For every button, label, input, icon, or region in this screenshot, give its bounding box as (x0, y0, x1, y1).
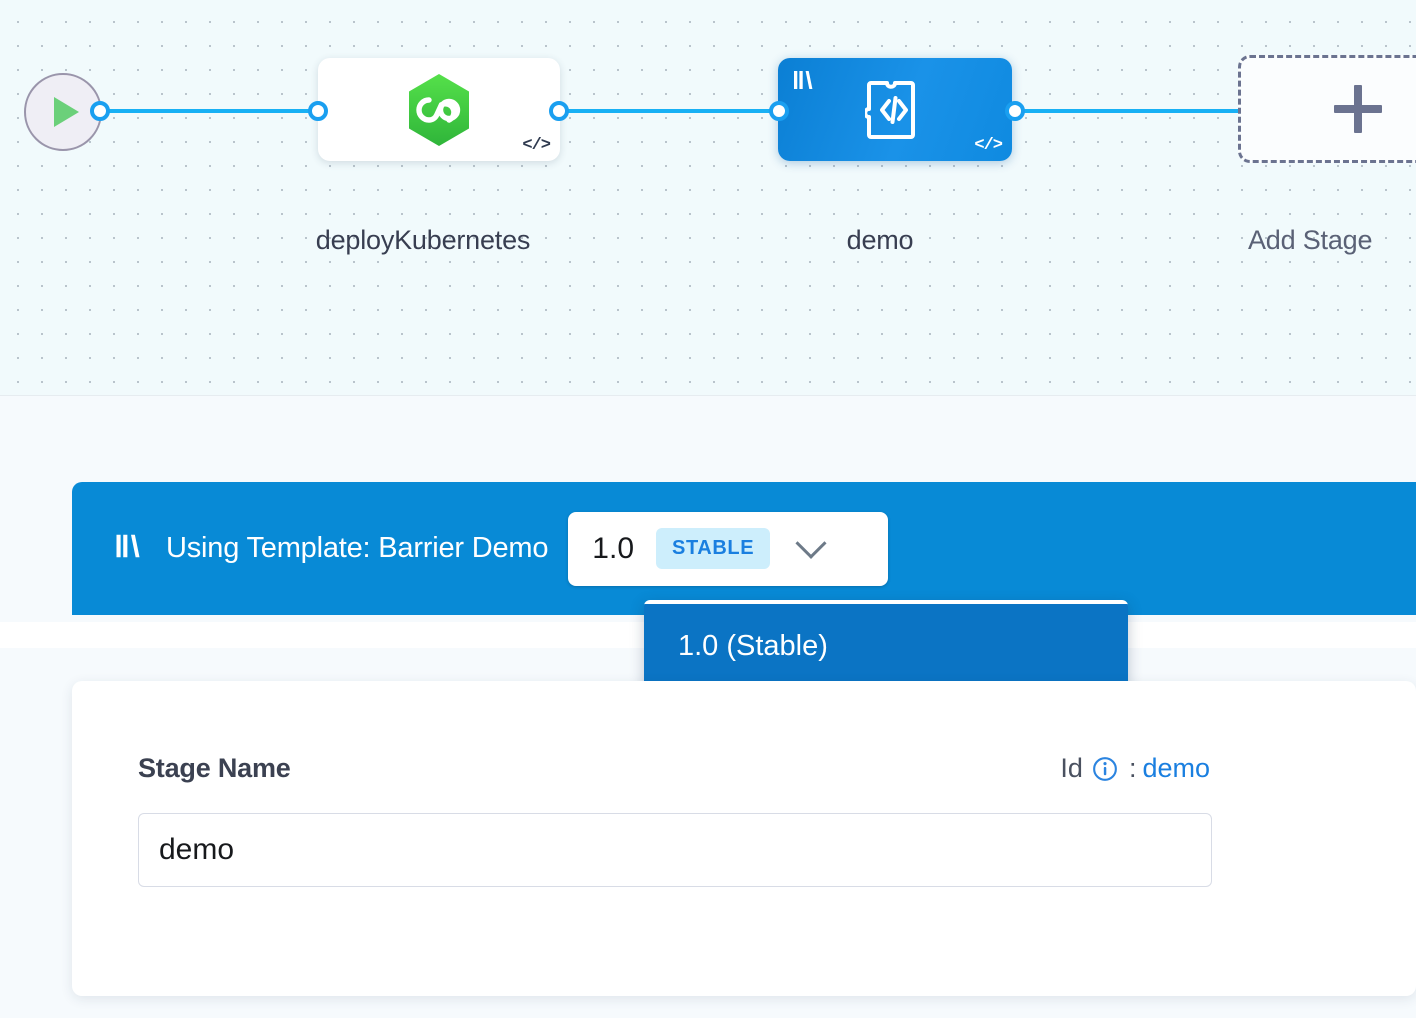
custom-stage-puzzle-icon (865, 80, 915, 139)
using-template-text: Using Template: Barrier Demo (166, 532, 549, 564)
connector-dot-stage2-in[interactable] (769, 101, 789, 121)
using-template-banner: Using Template: Barrier Demo 1.0 STABLE (72, 482, 1416, 615)
wire-start-to-stage1 (100, 109, 330, 113)
stage-id-label: Id (1060, 753, 1083, 783)
harness-deployment-hexagon-icon (409, 73, 469, 146)
connector-dot-start-out[interactable] (90, 101, 110, 121)
stage-id-display: Id : demo (1060, 753, 1210, 784)
pipeline-canvas[interactable]: </> deployKubernetes </> demo (0, 0, 1416, 396)
info-icon[interactable] (1091, 755, 1119, 783)
template-version-dropdown[interactable]: 1.0 (Stable) (644, 600, 1128, 688)
connector-dot-stage1-out[interactable] (549, 101, 569, 121)
stage-name-input[interactable] (138, 813, 1212, 887)
pipeline-start-node[interactable] (24, 73, 102, 151)
template-version-value: 1.0 (592, 531, 635, 565)
stage-id-value: demo (1142, 753, 1210, 783)
template-version-selector[interactable]: 1.0 STABLE (568, 511, 889, 586)
status-badge-stable: STABLE (656, 528, 771, 569)
connector-dot-stage1-in[interactable] (308, 101, 328, 121)
add-stage-node[interactable] (1238, 55, 1416, 163)
inline-code-badge-icon: </> (974, 136, 1003, 155)
stage-name-label: Stage Name (138, 753, 291, 783)
stage-label-demo: demo (846, 225, 914, 255)
stage-label-deploykubernetes: deployKubernetes (315, 225, 531, 255)
plus-icon (1334, 85, 1382, 133)
template-library-icon (114, 530, 144, 567)
stage-id-separator: : (1128, 753, 1137, 783)
stage-name-row: Stage Name Id : demo (138, 753, 1210, 784)
stage-node-demo[interactable]: </> (778, 58, 1012, 161)
template-library-icon (792, 68, 816, 97)
wire-stage1-to-stage2 (550, 109, 790, 113)
play-icon (53, 97, 79, 127)
wire-stage2-to-add (1005, 109, 1250, 113)
add-stage-label: Add Stage (1248, 225, 1373, 255)
stage-node-deploykubernetes[interactable]: </> (318, 58, 560, 161)
dropdown-option-1-0-stable[interactable]: 1.0 (Stable) (644, 604, 1128, 688)
inline-code-badge-icon: </> (522, 136, 551, 155)
chevron-down-icon[interactable] (795, 527, 827, 559)
connector-dot-stage2-out[interactable] (1005, 101, 1025, 121)
